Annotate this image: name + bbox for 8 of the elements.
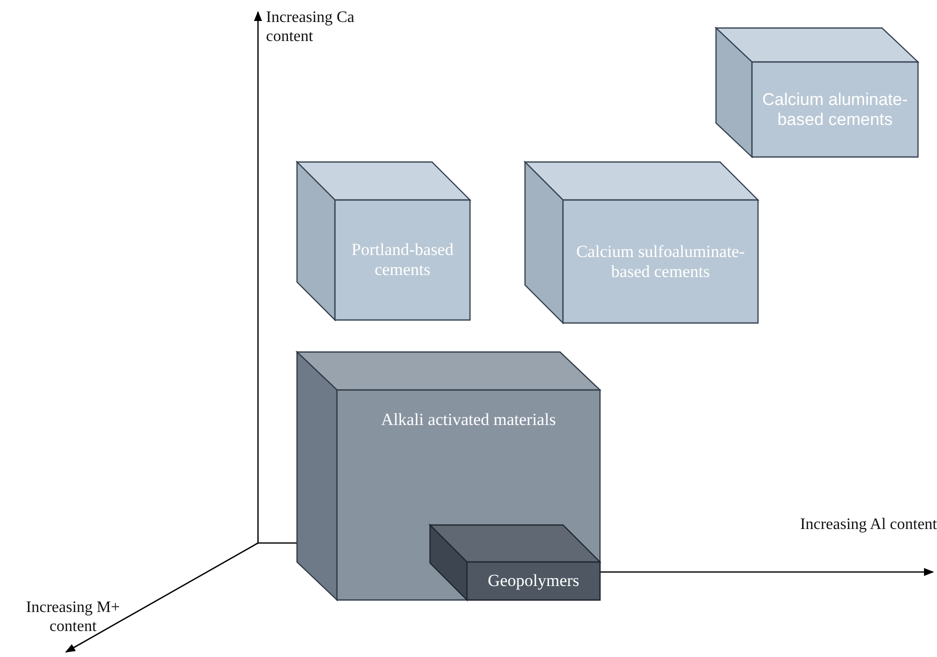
cube-label: Calcium aluminate-based cements (761, 90, 909, 130)
axis-label: Increasing Ca content (266, 8, 356, 46)
axis-label: Increasing M+ content (25, 598, 121, 636)
cube-label: Alkali activated materials (381, 410, 556, 430)
cube-label: Calcium sulfoaluminate-based cements (575, 242, 746, 282)
cube-label: Portland-based cements (350, 240, 454, 280)
axis-label: Increasing Al content (800, 515, 937, 534)
cube-label: Geopolymers (488, 571, 580, 591)
